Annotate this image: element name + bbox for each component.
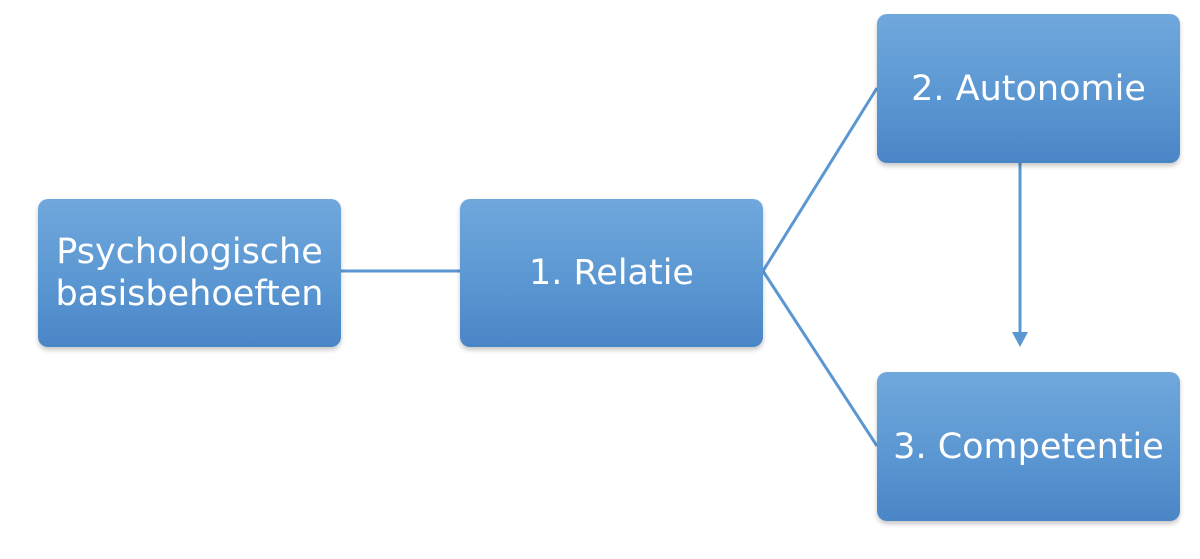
connector-relatie-autonomie [761,87,879,272]
arrowhead-icon [1012,332,1028,347]
node-autonomie-label: 2. Autonomie [911,68,1146,109]
node-autonomie: 2. Autonomie [877,14,1180,163]
node-psychologische-basisbehoeften: Psychologische basisbehoeften [38,199,341,347]
node-competentie: 3. Competentie [877,372,1180,521]
node-relatie: 1. Relatie [460,199,763,347]
node-root-label: Psychologische basisbehoeften [55,232,324,314]
node-relatie-label: 1. Relatie [529,253,694,293]
node-competentie-label: 3. Competentie [893,426,1164,467]
connector-relatie-competentie [761,270,879,447]
